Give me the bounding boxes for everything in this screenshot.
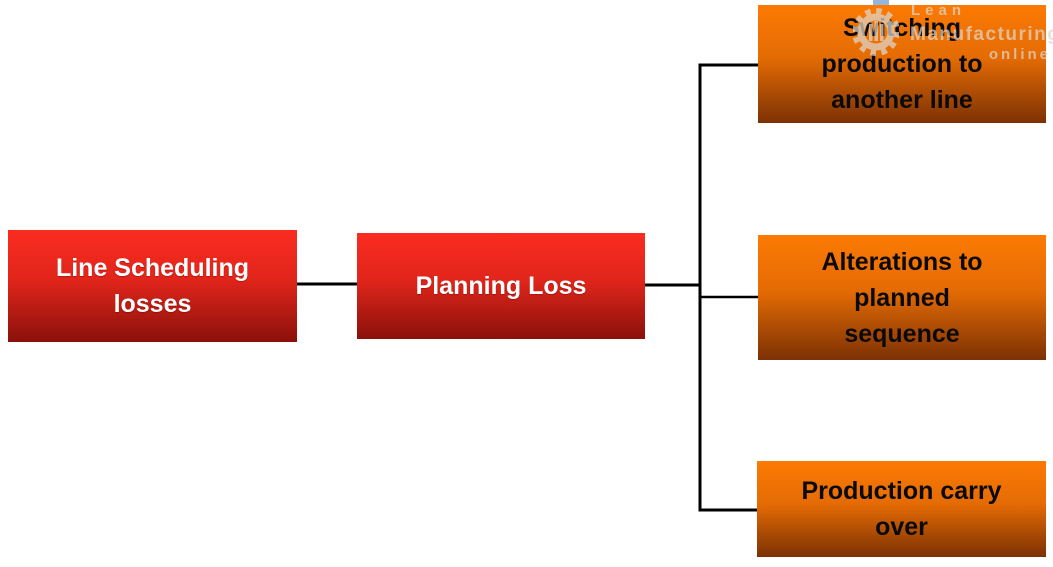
node-planning-loss[interactable]: Planning Loss — [357, 233, 645, 339]
connector-planning-branch1 — [645, 63, 758, 287]
node-label: Line Scheduling losses — [55, 254, 250, 318]
node-label: Planning Loss — [415, 272, 587, 300]
node-line-scheduling-losses[interactable]: Line Scheduling losses — [8, 230, 297, 342]
node-label: Switching production to another line — [821, 14, 983, 114]
connector-planning-branch3 — [645, 283, 758, 512]
node-production-carry-over[interactable]: Production carry over — [757, 461, 1046, 557]
node-label: Alterations to planned sequence — [821, 247, 983, 348]
node-switching-production[interactable]: Switching production to another line — [758, 5, 1046, 123]
node-label: Production carry over — [801, 477, 1002, 541]
node-alterations-sequence[interactable]: Alterations to planned sequence — [758, 235, 1046, 360]
